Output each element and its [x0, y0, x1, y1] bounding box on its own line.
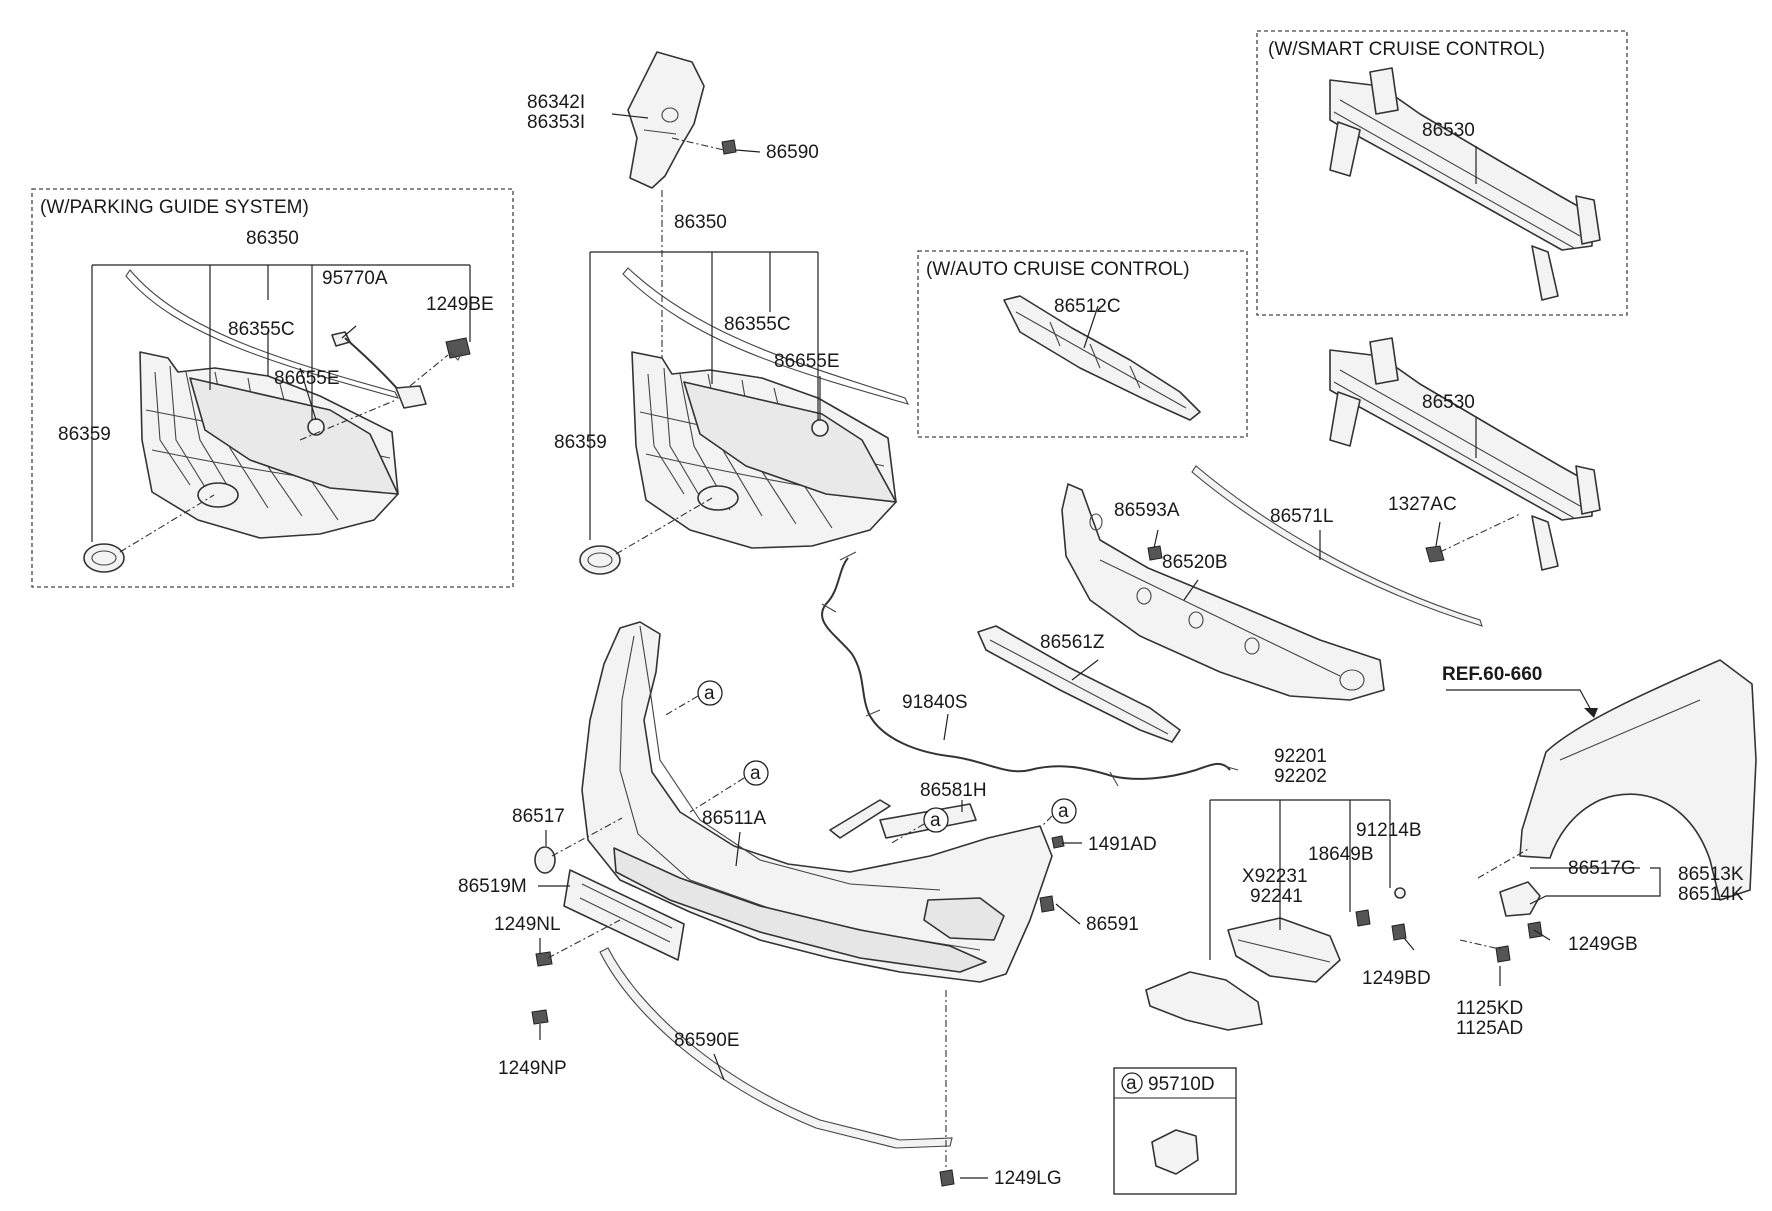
smart-cruise-box-title: (W/SMART CRUISE CONTROL)	[1268, 39, 1545, 60]
label-86342i: 86342I	[527, 92, 585, 113]
grille-assembly-mid	[579, 51, 910, 575]
svg-text:a: a	[930, 810, 941, 831]
label-ref-60-660: REF.60-660	[1442, 664, 1542, 685]
label-86511a: 86511A	[702, 808, 766, 829]
label-x92231: X92231	[1242, 866, 1308, 887]
label-86530-top: 86530	[1422, 120, 1475, 141]
svg-text:a: a	[704, 683, 715, 704]
label-86581h: 86581H	[920, 780, 987, 801]
part-86512c-shape	[1003, 295, 1201, 421]
wiring-harness-91840s	[821, 557, 1231, 780]
part-86561z-shape	[977, 625, 1181, 743]
label-1249bd: 1249BD	[1362, 968, 1431, 989]
label-86561z: 86561Z	[1040, 632, 1105, 653]
part-86571l-shape	[1191, 465, 1483, 627]
sensor-95710d-shape	[1151, 1129, 1199, 1175]
label-1249be: 1249BE	[426, 294, 494, 315]
label-86591: 86591	[1086, 914, 1139, 935]
label-86359-left: 86359	[58, 424, 111, 445]
label-1249nl: 1249NL	[494, 914, 561, 935]
sensor-95710d-callout-circle	[1121, 1072, 1143, 1094]
label-95710d: 95710D	[1148, 1074, 1215, 1095]
sensor-95710d-callout-letter: a	[1126, 1073, 1137, 1094]
smart-cruise-box	[1256, 30, 1628, 316]
label-86512c: 86512C	[1054, 296, 1121, 317]
bumper-cover-86511a	[531, 621, 1065, 1187]
label-86590e: 86590E	[674, 1030, 740, 1051]
part-labels: 86342I 86353I 86590 86350 86355C 95770A …	[58, 92, 1744, 1189]
label-92202: 92202	[1274, 766, 1327, 787]
part-86530-top-shape	[1329, 67, 1601, 301]
label-18649b: 18649B	[1308, 844, 1374, 865]
label-86530-bottom: 86530	[1422, 392, 1475, 413]
label-92201: 92201	[1274, 746, 1327, 767]
auto-cruise-box-title: (W/AUTO CRUISE CONTROL)	[926, 259, 1190, 280]
label-86655e-mid: 86655E	[774, 351, 840, 372]
label-86514k: 86514K	[1678, 884, 1744, 905]
part-86520b-shape	[1061, 483, 1385, 701]
label-91214b: 91214B	[1356, 820, 1422, 841]
svg-text:a: a	[750, 763, 761, 784]
label-1249lg: 1249LG	[994, 1168, 1062, 1189]
label-91840s: 91840S	[902, 692, 968, 713]
parking-guide-box-title: (W/PARKING GUIDE SYSTEM)	[40, 197, 309, 218]
label-86593a: 86593A	[1114, 500, 1180, 521]
label-86571l: 86571L	[1270, 506, 1333, 527]
label-1249gb: 1249GB	[1568, 934, 1638, 955]
label-86520b: 86520B	[1162, 552, 1228, 573]
part-86530-bottom-shape	[1329, 337, 1601, 571]
label-1125kd: 1125KD	[1456, 998, 1523, 1019]
label-86590: 86590	[766, 142, 819, 163]
label-86517: 86517	[512, 806, 565, 827]
label-86655e-left: 86655E	[274, 368, 340, 389]
label-95770a: 95770A	[322, 268, 388, 289]
label-86350-left: 86350	[246, 228, 299, 249]
grille-assembly-left	[83, 269, 471, 573]
label-1125ad: 1125AD	[1456, 1018, 1523, 1039]
label-86519m: 86519M	[458, 876, 527, 897]
label-86517g: 86517G	[1568, 858, 1636, 879]
parking-guide-box	[31, 188, 514, 588]
auto-cruise-box	[917, 250, 1248, 438]
label-86355c-mid: 86355C	[724, 314, 791, 335]
label-92241: 92241	[1250, 886, 1303, 907]
sensor-95710d-box	[1113, 1067, 1237, 1195]
fog-lamp-assembly	[1145, 887, 1407, 1031]
label-1327ac: 1327AC	[1388, 494, 1457, 515]
label-86355c-left: 86355C	[228, 319, 295, 340]
svg-text:a: a	[1058, 801, 1069, 822]
label-1249np: 1249NP	[498, 1058, 567, 1079]
label-86359-mid: 86359	[554, 432, 607, 453]
label-1491ad: 1491AD	[1088, 834, 1157, 855]
label-86513k: 86513K	[1678, 864, 1744, 885]
callout-circles: a a a a	[663, 680, 1077, 845]
leader-lines	[91, 113, 1661, 1179]
fender-ref-shape	[1459, 659, 1757, 963]
label-86353i: 86353I	[527, 112, 585, 133]
label-86350-mid: 86350	[674, 212, 727, 233]
